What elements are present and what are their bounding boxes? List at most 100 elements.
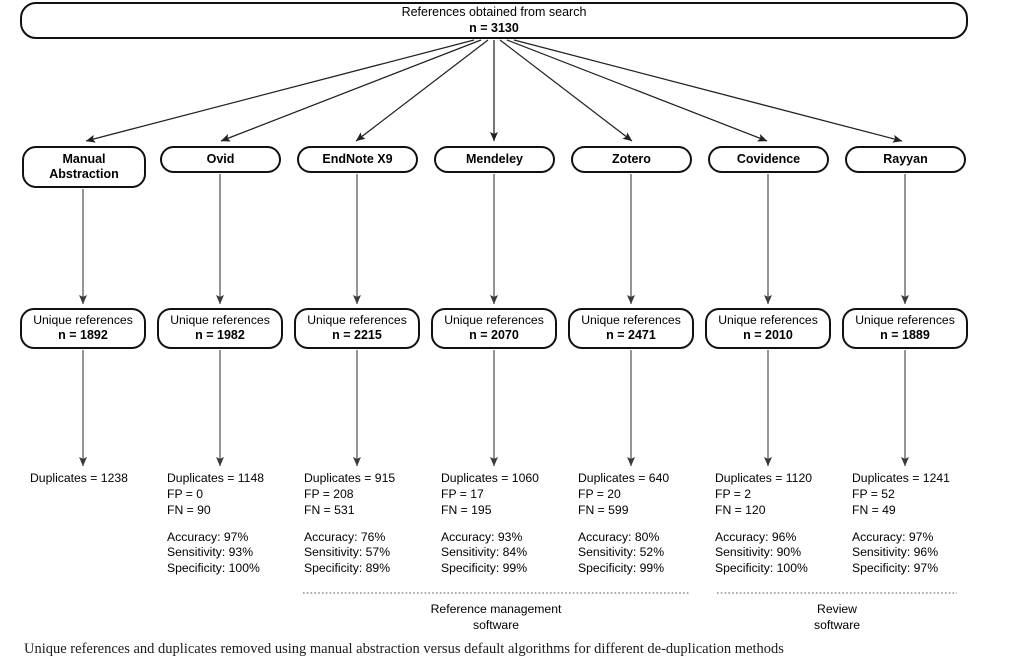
stat-specificity: Specificity: 100%	[167, 561, 260, 576]
stat-fn: FN = 599	[578, 502, 629, 517]
top-box-line1: References obtained from search	[401, 5, 587, 20]
method-box-endnote-x9: EndNote X9	[297, 146, 418, 173]
stat-fp: FP = 52	[852, 486, 895, 501]
stat-sensitivity: Sensitivity: 96%	[852, 545, 939, 560]
unique-label: Unique references	[718, 313, 818, 328]
unique-box-ovid: Unique references n = 1982	[157, 308, 283, 349]
unique-label: Unique references	[170, 313, 270, 328]
method-label-line1: Manual	[62, 151, 106, 166]
stat-duplicates: Duplicates = 1238	[30, 471, 128, 485]
stat-sensitivity: Sensitivity: 84%	[441, 545, 528, 560]
stat-specificity: Specificity: 100%	[715, 561, 808, 576]
stats-spacer	[304, 519, 395, 530]
stat-duplicates: Duplicates = 640	[578, 471, 670, 485]
unique-label: Unique references	[444, 313, 544, 328]
stat-fp: FP = 208	[304, 486, 354, 501]
unique-label: Unique references	[581, 313, 681, 328]
stats-ovid: Duplicates = 1148 FP = 0 FN = 90 Accurac…	[167, 471, 264, 577]
unique-box-rayyan: Unique references n = 1889	[842, 308, 968, 349]
unique-to-stats-arrows	[79, 350, 910, 467]
unique-label: Unique references	[307, 313, 407, 328]
stat-accuracy: Accuracy: 80%	[578, 529, 660, 544]
stats-spacer	[167, 519, 264, 530]
top-box-count: n = 3130	[469, 20, 519, 35]
group-label-reference-management-software: Reference management software	[396, 602, 596, 634]
top-box-references-obtained: References obtained from search n = 3130	[20, 2, 968, 39]
stat-fp: FP = 2	[715, 486, 752, 501]
unique-box-zotero: Unique references n = 2471	[568, 308, 694, 349]
method-box-ovid: Ovid	[160, 146, 281, 173]
figure-caption: Unique references and duplicates removed…	[24, 641, 784, 657]
unique-box-endnote-x9: Unique references n = 2215	[294, 308, 420, 349]
method-label: Mendeley	[466, 151, 523, 166]
method-label: Zotero	[612, 151, 651, 166]
stat-fn: FN = 120	[715, 502, 766, 517]
stats-covidence: Duplicates = 1120 FP = 2 FN = 120 Accura…	[715, 471, 812, 577]
stat-duplicates: Duplicates = 1120	[715, 471, 812, 485]
stat-accuracy: Accuracy: 97%	[167, 529, 249, 544]
unique-count: n = 2010	[743, 328, 793, 343]
stat-accuracy: Accuracy: 76%	[304, 529, 386, 544]
stat-sensitivity: Sensitivity: 90%	[715, 545, 802, 560]
unique-box-covidence: Unique references n = 2010	[705, 308, 831, 349]
stat-fn: FN = 90	[167, 502, 211, 517]
group-label-line1: Review	[817, 602, 857, 616]
group-label-line1: Reference management	[430, 602, 562, 616]
stats-endnote-x9: Duplicates = 915 FP = 208 FN = 531 Accur…	[304, 471, 395, 577]
stat-accuracy: Accuracy: 93%	[441, 529, 523, 544]
method-box-rayyan: Rayyan	[845, 146, 966, 173]
stat-sensitivity: Sensitivity: 52%	[578, 545, 665, 560]
unique-label: Unique references	[855, 313, 955, 328]
unique-count: n = 1892	[58, 328, 108, 343]
stat-accuracy: Accuracy: 97%	[852, 529, 934, 544]
stats-spacer	[578, 519, 669, 530]
stat-fp: FP = 17	[441, 486, 484, 501]
group-label-review-software: Review software	[757, 602, 917, 634]
stat-specificity: Specificity: 89%	[304, 561, 391, 576]
stat-fn: FN = 531	[304, 502, 355, 517]
stat-specificity: Specificity: 99%	[441, 561, 528, 576]
unique-count: n = 1982	[195, 328, 245, 343]
group-label-line2: software	[813, 617, 861, 632]
stats-spacer	[852, 519, 950, 530]
stat-duplicates: Duplicates = 1148	[167, 471, 264, 485]
unique-count: n = 2215	[332, 328, 382, 343]
stat-fn: FN = 49	[852, 502, 896, 517]
stat-sensitivity: Sensitivity: 57%	[304, 545, 391, 560]
stat-fp: FP = 20	[578, 486, 621, 501]
stat-sensitivity: Sensitivity: 93%	[167, 545, 254, 560]
method-to-unique-arrows	[79, 174, 910, 305]
stats-zotero: Duplicates = 640 FP = 20 FN = 599 Accura…	[578, 471, 669, 577]
stat-fn: FN = 195	[441, 502, 492, 517]
method-label: Rayyan	[883, 151, 928, 166]
unique-count: n = 1889	[880, 328, 930, 343]
stats-mendeley: Duplicates = 1060 FP = 17 FN = 195 Accur…	[441, 471, 539, 577]
fanout-arrows	[85, 39, 903, 143]
stat-fp: FP = 0	[167, 486, 204, 501]
method-label: Covidence	[736, 151, 801, 166]
stat-specificity: Specificity: 99%	[578, 561, 665, 576]
method-box-manual-abstraction: Manual Abstraction	[22, 146, 146, 188]
unique-count: n = 2070	[469, 328, 519, 343]
unique-count: n = 2471	[606, 328, 656, 343]
method-label-line2: Abstraction	[49, 167, 119, 181]
stat-accuracy: Accuracy: 96%	[715, 529, 797, 544]
method-box-covidence: Covidence	[708, 146, 829, 173]
method-label: Ovid	[206, 151, 235, 166]
unique-label: Unique references	[33, 313, 133, 328]
method-box-mendeley: Mendeley	[434, 146, 555, 173]
stat-duplicates: Duplicates = 915	[304, 471, 396, 485]
unique-box-manual-abstraction: Unique references n = 1892	[20, 308, 146, 349]
unique-box-mendeley: Unique references n = 2070	[431, 308, 557, 349]
stats-spacer	[715, 519, 812, 530]
stat-duplicates: Duplicates = 1241	[852, 471, 950, 485]
method-label: EndNote X9	[322, 151, 393, 166]
stat-duplicates: Duplicates = 1060	[441, 471, 539, 485]
method-box-zotero: Zotero	[571, 146, 692, 173]
stats-rayyan: Duplicates = 1241 FP = 52 FN = 49 Accura…	[852, 471, 950, 577]
stats-spacer	[441, 519, 539, 530]
stats-manual-abstraction: Duplicates = 1238	[30, 471, 128, 487]
group-label-line2: software	[472, 617, 520, 632]
